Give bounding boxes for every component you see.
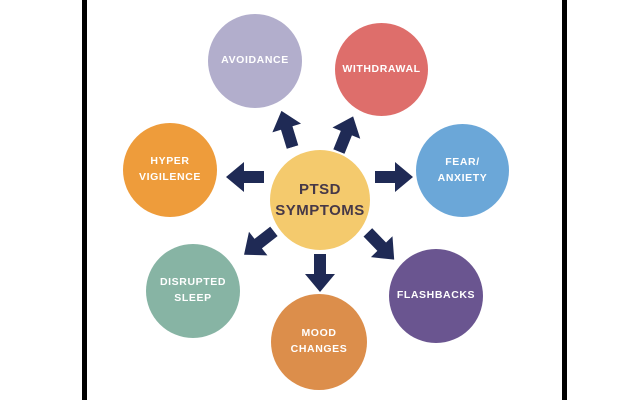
symptom-label-mood-changes: MOOD CHANGES <box>290 327 348 355</box>
arrow-icon-to-flashbacks <box>357 222 405 270</box>
right-border-line <box>562 0 567 400</box>
symptom-label-disrupted-sleep: DISRUPTED SLEEP <box>159 276 227 304</box>
arrow-icon-to-fear-anxiety <box>375 162 413 192</box>
arrow-icon-to-hyper-vigilence <box>226 162 264 192</box>
symptom-label-flashbacks: FLASHBACKS <box>396 289 476 302</box>
symptom-label-avoidance: AVOIDANCE <box>221 54 289 67</box>
center-circle-ptsd-symptoms: PTSD SYMPTOMS <box>270 150 370 250</box>
symptom-label-hyper-vigilence: HYPER VIGILENCE <box>139 155 201 183</box>
symptom-circle-withdrawal: WITHDRAWAL <box>335 23 428 116</box>
center-circle-label: PTSD SYMPTOMS <box>275 181 365 219</box>
symptom-circle-avoidance: AVOIDANCE <box>208 14 302 108</box>
symptom-circle-fear-anxiety: FEAR/ ANXIETY <box>416 124 509 217</box>
symptom-circle-disrupted-sleep: DISRUPTED SLEEP <box>146 244 240 338</box>
symptom-circle-hyper-vigilence: HYPER VIGILENCE <box>123 123 217 217</box>
arrow-icon-to-disrupted-sleep <box>235 219 283 266</box>
symptom-label-fear-anxiety: FEAR/ ANXIETY <box>437 155 488 184</box>
arrow-icon-to-withdrawal <box>325 111 367 157</box>
arrow-icon-to-mood-changes <box>305 254 335 292</box>
symptom-circle-mood-changes: MOOD CHANGES <box>271 294 367 390</box>
left-border-line <box>82 0 87 400</box>
arrow-icon-to-avoidance <box>267 106 307 151</box>
symptom-circle-flashbacks: FLASHBACKS <box>389 249 483 343</box>
symptom-label-withdrawal: WITHDRAWAL <box>342 62 421 75</box>
